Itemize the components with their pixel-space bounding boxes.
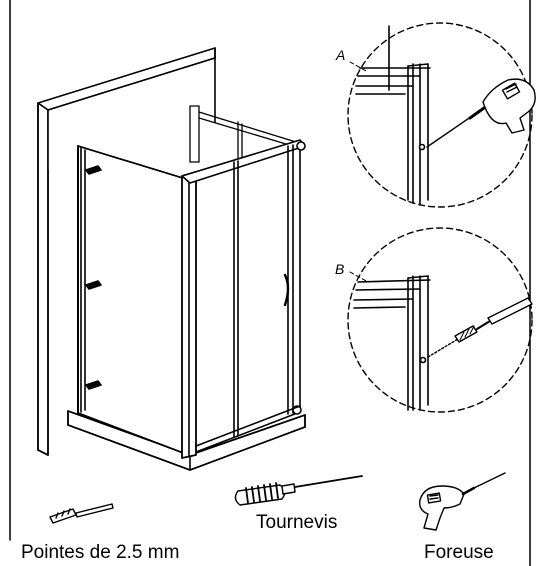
drill-detail-a	[426, 78, 536, 148]
screw-detail-b	[427, 297, 533, 358]
screwdriver-caption: Tournevis	[256, 512, 338, 533]
detail-view-a	[347, 22, 536, 208]
drill-bit-icon	[49, 503, 114, 524]
screwdriver-icon	[234, 475, 363, 506]
callout-label-a: A	[336, 47, 346, 63]
front-panel	[181, 139, 306, 453]
drill-bit-caption: Pointes de 2.5 mm	[21, 542, 180, 563]
tool-drill-bit	[49, 503, 114, 524]
corner-post	[181, 171, 197, 459]
detail-view-b	[347, 227, 533, 413]
callout-label-b: B	[335, 261, 345, 277]
wall	[37, 47, 216, 456]
drill-caption: Foreuse	[424, 542, 494, 563]
side-panel	[77, 145, 187, 455]
drill-icon	[418, 472, 506, 531]
tool-drill	[418, 472, 506, 531]
tool-screwdriver	[234, 475, 363, 506]
shower-enclosure-illustration	[37, 47, 306, 471]
